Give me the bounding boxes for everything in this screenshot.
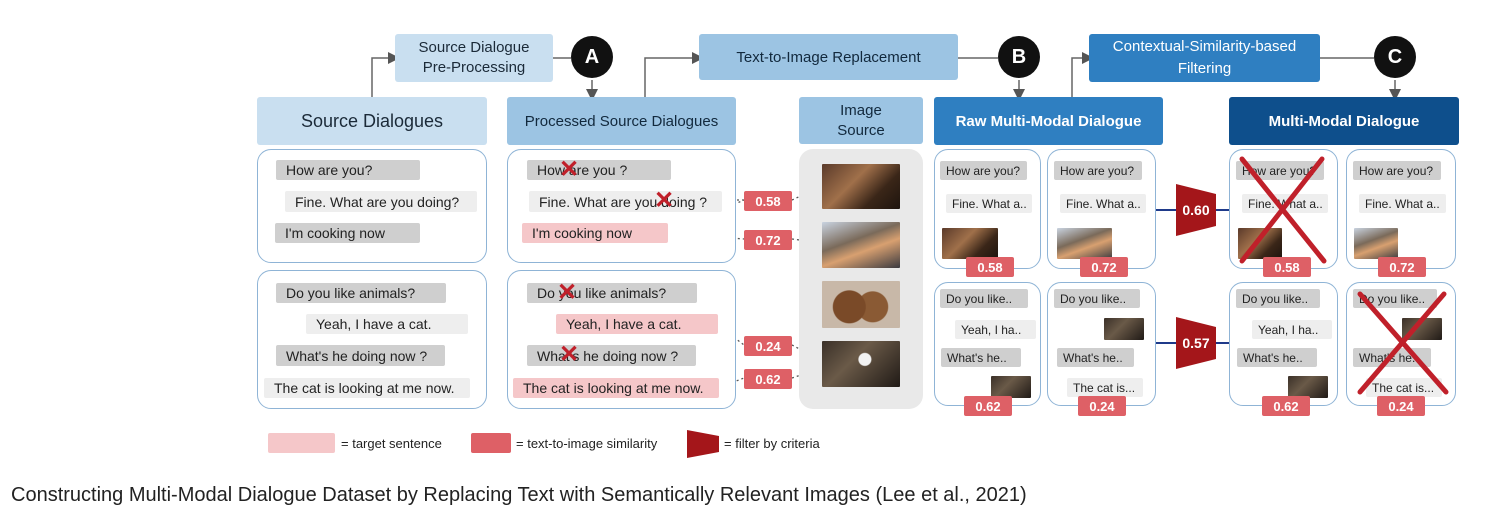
- cross-mark-icon: ✕: [557, 279, 578, 306]
- similarity-score: 0.62: [1262, 396, 1310, 416]
- utterance: What's he..: [1237, 348, 1317, 367]
- similarity-score: 0.24: [744, 336, 792, 356]
- utterance: Yeah, I ha..: [955, 320, 1036, 339]
- similarity-score: 0.72: [1378, 257, 1426, 277]
- cat-photo: [822, 341, 900, 387]
- multimodal-dialogue-header: Multi-Modal Dialogue: [1229, 97, 1459, 145]
- cooking-photo-1: [822, 164, 900, 209]
- utterance: Fine. What are you doing ?: [529, 191, 722, 212]
- filter-score: 0.57: [1182, 335, 1210, 351]
- image-source-header: Image Source: [799, 97, 923, 144]
- figure-caption: Constructing Multi-Modal Dialogue Datase…: [11, 484, 1027, 506]
- donut-photo: [822, 281, 900, 328]
- utterance: Do you like animals?: [527, 283, 697, 303]
- filter-funnel-icon: [1176, 184, 1216, 236]
- cat-photo: [1288, 376, 1328, 398]
- cat-photo: [991, 376, 1031, 398]
- utterance: How are you?: [276, 160, 420, 180]
- step-c-label: Contextual-Similarity-based Filtering: [1089, 34, 1320, 82]
- utterance: What's he doing now ?: [527, 345, 696, 366]
- legend-filter-icon: [687, 430, 719, 458]
- similarity-score: 0.72: [744, 230, 792, 250]
- step-b-label: Text-to-Image Replacement: [699, 34, 958, 80]
- target-utterance: The cat is looking at me now.: [513, 378, 719, 398]
- utterance: Fine. What are you doing?: [285, 191, 477, 212]
- utterance: Yeah, I have a cat.: [306, 314, 468, 334]
- step-a-label: Source Dialogue Pre-Processing: [395, 34, 553, 82]
- cat-photo: [1104, 318, 1144, 340]
- filter-score: 0.60: [1182, 202, 1210, 218]
- utterance: The cat is...: [1366, 378, 1442, 397]
- similarity-score: 0.72: [1080, 257, 1128, 277]
- cooking-photo-1: [942, 228, 998, 259]
- rejected-cross-icon: [1357, 291, 1449, 395]
- utterance: What's he..: [1057, 348, 1134, 367]
- utterance: Do you like..: [1236, 289, 1320, 308]
- utterance: Do you like..: [1054, 289, 1140, 308]
- utterance: Do you like..: [940, 289, 1028, 308]
- utterance: Do you like animals?: [276, 283, 446, 303]
- rejected-cross-icon: [1239, 156, 1327, 264]
- legend-similarity-swatch: [471, 433, 511, 453]
- utterance: The cat is...: [1067, 378, 1143, 397]
- similarity-score: 0.24: [1377, 396, 1425, 416]
- step-c-marker: C: [1374, 36, 1416, 78]
- target-utterance: I'm cooking now: [522, 223, 668, 243]
- utterance: Fine. What a..: [1060, 194, 1146, 213]
- utterance: Fine. What a..: [1359, 194, 1446, 213]
- raw-multimodal-header: Raw Multi-Modal Dialogue: [934, 97, 1163, 145]
- similarity-score: 0.24: [1078, 396, 1126, 416]
- utterance: How are you?: [1353, 161, 1441, 180]
- filter-funnel-icon: [1176, 317, 1216, 369]
- similarity-score: 0.62: [744, 369, 792, 389]
- legend-similarity-label: = text-to-image similarity: [516, 436, 658, 451]
- utterance: How are you?: [1054, 161, 1142, 180]
- source-dialogues-header: Source Dialogues: [257, 97, 487, 145]
- utterance: What's he doing now ?: [276, 345, 445, 366]
- target-utterance: Yeah, I have a cat.: [556, 314, 718, 334]
- processed-dialogues-header: Processed Source Dialogues: [507, 97, 736, 145]
- cross-mark-icon: ✕: [559, 156, 580, 183]
- utterance: Yeah, I ha..: [1252, 320, 1332, 339]
- legend-filter-label: = filter by criteria: [724, 436, 820, 451]
- cooking-photo-2: [1057, 228, 1112, 259]
- utterance: I'm cooking now: [275, 223, 420, 243]
- cross-mark-icon: ✕: [654, 187, 675, 214]
- cooking-photo-2: [822, 222, 900, 268]
- cross-mark-icon: ✕: [559, 341, 580, 368]
- similarity-score: 0.58: [1263, 257, 1311, 277]
- legend-target-swatch: [268, 433, 335, 453]
- utterance: Fine. What a..: [946, 194, 1032, 213]
- step-b-marker: B: [998, 36, 1040, 78]
- similarity-score: 0.58: [966, 257, 1014, 277]
- step-a-marker: A: [571, 36, 613, 78]
- utterance: Do you like..: [1353, 289, 1437, 308]
- legend-target-label: = target sentence: [341, 436, 442, 451]
- similarity-score: 0.62: [964, 396, 1012, 416]
- cooking-photo-2: [1354, 228, 1398, 259]
- utterance: What's he..: [941, 348, 1021, 367]
- utterance: The cat is looking at me now.: [264, 378, 470, 398]
- similarity-score: 0.58: [744, 191, 792, 211]
- utterance: How are you?: [940, 161, 1027, 180]
- utterance: How are you ?: [527, 160, 671, 180]
